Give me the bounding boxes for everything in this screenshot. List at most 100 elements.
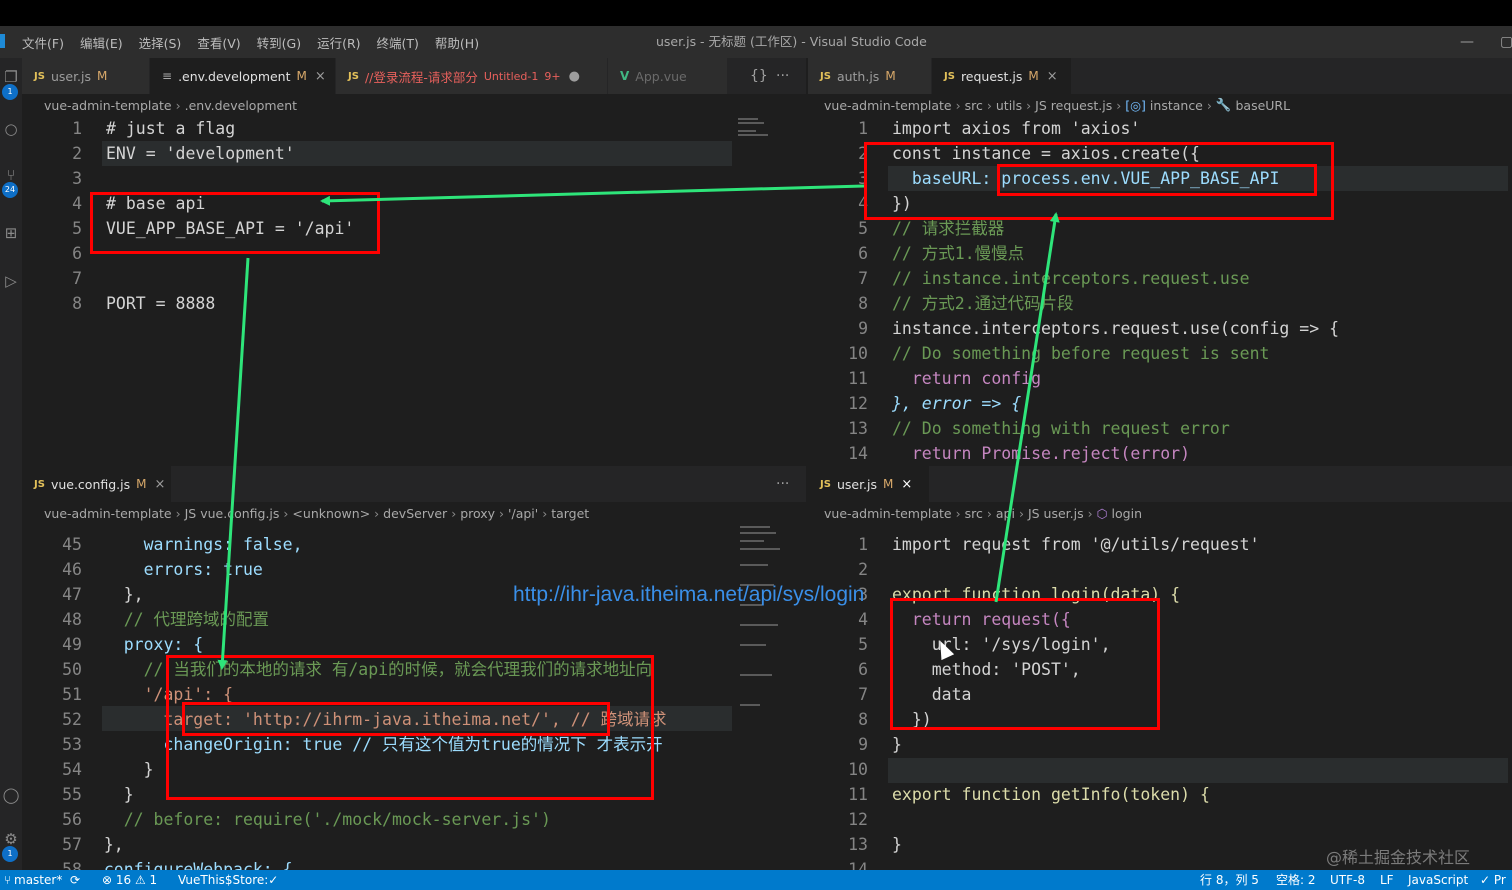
breadcrumb-item[interactable]: src <box>964 505 983 521</box>
code-line[interactable]: 55 } <box>22 782 806 807</box>
source-control-icon[interactable]: ⑂ <box>6 166 16 184</box>
minimap[interactable] <box>740 524 796 724</box>
breadcrumb-item[interactable]: utils <box>995 97 1023 113</box>
breadcrumb-item[interactable]: instance <box>1149 97 1203 113</box>
code-line[interactable]: 47 }, <box>22 582 806 607</box>
code-line[interactable]: 57 }, <box>22 832 806 857</box>
code-editor[interactable]: 45 warnings: false, 46 errors: true 47 }… <box>22 524 806 870</box>
problems-count[interactable]: ⊗ 16 ⚠ 1 <box>102 873 158 887</box>
split-editor-icon[interactable]: {} <box>750 68 768 84</box>
explorer-icon[interactable]: ❐ <box>4 68 18 86</box>
sync-icon[interactable]: ⟳ <box>70 873 81 887</box>
settings-gear-icon[interactable]: ⚙ <box>4 830 18 848</box>
code-line[interactable]: 54 } <box>22 757 806 782</box>
account-icon[interactable]: ◯ <box>2 786 20 804</box>
minimap[interactable] <box>738 116 794 196</box>
tab-env-development[interactable]: ≡ .env.development M × <box>150 58 336 94</box>
close-icon[interactable]: × <box>1046 68 1058 84</box>
code-line[interactable]: 1# just a flag <box>22 116 806 141</box>
code-line[interactable]: 6 method: 'POST', <box>808 657 1512 682</box>
code-line[interactable]: 6// 方式1.慢慢点 <box>808 241 1512 266</box>
line-ending[interactable]: LF <box>1380 873 1394 887</box>
code-line[interactable]: 45 warnings: false, <box>22 532 806 557</box>
code-line[interactable]: 50 // 当我们的本地的请求 有/api的时候，就会代理我们的请求地址向 <box>22 657 806 682</box>
breadcrumb-item[interactable]: <unknown> <box>292 505 371 521</box>
breadcrumb-item[interactable]: '/api' <box>508 505 539 521</box>
breadcrumb-item[interactable]: baseURL <box>1235 97 1291 113</box>
more-actions-icon[interactable]: ··· <box>776 68 790 84</box>
code-line[interactable]: 2 <box>808 557 1512 582</box>
code-line[interactable]: 46 errors: true <box>22 557 806 582</box>
tab-app-vue[interactable]: V App.vue <box>608 58 728 94</box>
breadcrumb-item[interactable]: JS request.js <box>1035 97 1113 113</box>
menu-edit[interactable]: 编辑(E) <box>79 35 123 51</box>
cursor-position[interactable]: 行 8，列 5 <box>1200 873 1259 887</box>
code-line[interactable]: 4 return request({ <box>808 607 1512 632</box>
code-line[interactable]: 13// Do something with request error <box>808 416 1512 441</box>
unsaved-dot-icon[interactable]: ● <box>568 68 580 84</box>
menu-go[interactable]: 转到(G) <box>256 35 302 51</box>
code-line[interactable]: 12 <box>808 807 1512 832</box>
code-line[interactable]: 52 target: 'http://ihrm-java.itheima.net… <box>22 707 806 732</box>
search-icon[interactable]: ○ <box>4 120 18 138</box>
vuex-store-status[interactable]: VueThis$Store:✓ <box>178 873 279 887</box>
menu-view[interactable]: 查看(V) <box>197 35 241 51</box>
menu-selection[interactable]: 选择(S) <box>138 35 182 51</box>
breadcrumb-item[interactable]: api <box>995 505 1015 521</box>
encoding[interactable]: UTF-8 <box>1330 873 1365 887</box>
code-line[interactable]: 58 configureWebpack: { <box>22 857 806 870</box>
breadcrumb-item[interactable]: login <box>1111 505 1142 521</box>
code-line[interactable]: 53 changeOrigin: true // 只有这个值为true的情况下 … <box>22 732 806 757</box>
code-line[interactable]: 8 }) <box>808 707 1512 732</box>
breadcrumb-item[interactable]: JS user.js <box>1027 505 1084 521</box>
tab-untitled-1[interactable]: JS //登录流程-请求部分 Untitled-1 9+ ● <box>336 58 608 94</box>
code-line[interactable]: 56 // before: require('./mock/mock-serve… <box>22 807 806 832</box>
breadcrumb-item[interactable]: vue-admin-template <box>44 97 172 113</box>
run-debug-icon[interactable]: ▷ <box>5 272 17 290</box>
code-line[interactable]: 9} <box>808 732 1512 757</box>
code-line[interactable]: 49 proxy: { <box>22 632 806 657</box>
breadcrumb-item[interactable]: proxy <box>460 505 496 521</box>
menu-file[interactable]: 文件(F) <box>22 35 64 51</box>
close-icon[interactable]: × <box>901 476 913 492</box>
close-icon[interactable]: × <box>154 476 166 492</box>
code-line[interactable]: 48 // 代理跨域的配置 <box>22 607 806 632</box>
code-line[interactable]: 4# base api <box>22 191 806 216</box>
breadcrumb-item[interactable]: devServer <box>383 505 448 521</box>
code-line[interactable]: 8// 方式2.通过代码片段 <box>808 291 1512 316</box>
code-line[interactable]: 10// Do something before request is sent <box>808 341 1512 366</box>
code-line[interactable]: 14 <box>808 857 1512 870</box>
code-line[interactable]: 11 return config <box>808 366 1512 391</box>
breadcrumb-item[interactable]: vue-admin-template <box>824 505 952 521</box>
menu-help[interactable]: 帮助(H) <box>434 35 480 51</box>
tab-user-js-active[interactable]: JS user.js M × <box>808 466 930 502</box>
minimize-icon[interactable]: — <box>1460 34 1474 50</box>
language-mode[interactable]: JavaScript <box>1408 873 1469 887</box>
menu-run[interactable]: 运行(R) <box>317 35 361 51</box>
tab-user-js[interactable]: JS user.js M <box>22 58 150 94</box>
prettier-status[interactable]: ✓ Pr <box>1480 873 1506 887</box>
code-line[interactable]: 12}, error => { <box>808 391 1512 416</box>
code-line[interactable]: 6 <box>22 241 806 266</box>
code-line[interactable]: 4}) <box>808 191 1512 216</box>
extensions-icon[interactable]: ⊞ <box>4 224 18 242</box>
more-actions-icon[interactable]: ··· <box>776 476 790 492</box>
code-line[interactable]: 51 '/api': { <box>22 682 806 707</box>
code-line[interactable]: 7 data <box>808 682 1512 707</box>
breadcrumb-item[interactable]: .env.development <box>184 97 298 113</box>
code-line[interactable]: 7// instance.interceptors.request.use <box>808 266 1512 291</box>
breadcrumb-item[interactable]: target <box>551 505 590 521</box>
code-line[interactable]: 5 url: '/sys/login', <box>808 632 1512 657</box>
indentation[interactable]: 空格: 2 <box>1276 873 1316 887</box>
menu-terminal[interactable]: 终端(T) <box>376 35 419 51</box>
